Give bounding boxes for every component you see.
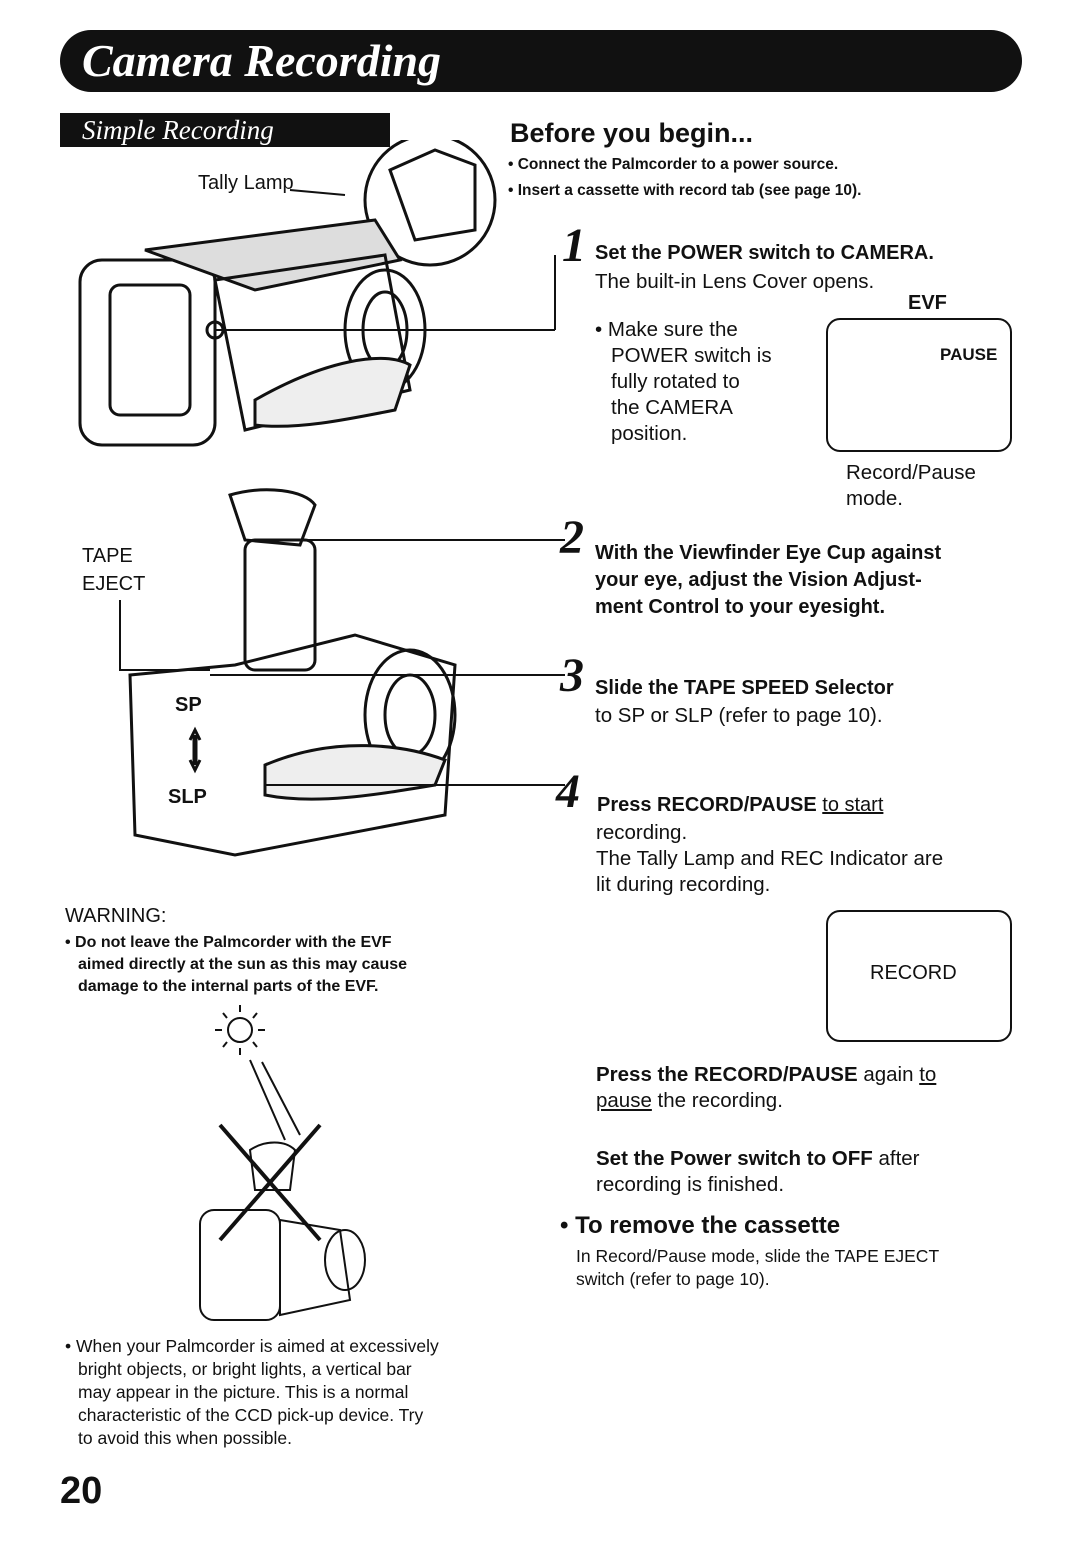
pause-instruction: Press the RECORD/PAUSE again to pause th…: [596, 1062, 1036, 1114]
step-4-text-line: lit during recording.: [596, 873, 771, 896]
sun-warning-illustration: [199, 1005, 366, 1321]
camcorder-illustration-side: [119, 488, 565, 857]
step-3-title: Slide the TAPE SPEED Selector: [595, 677, 894, 699]
warning-text-line: damage to the internal parts of the EVF.: [78, 978, 379, 995]
title-bar: [60, 30, 1022, 92]
section-subtitle: Simple Recording: [82, 115, 274, 145]
step-4-title: Press RECORD/PAUSE to start: [597, 794, 883, 817]
ccd-note-line: to avoid this when possible.: [78, 1428, 293, 1448]
warning-text-line: • Do not leave the Palmcorder with the E…: [65, 934, 392, 951]
evf-record-screen: [826, 910, 1012, 1042]
step-4-text: recording. The Tally Lamp and REC Indica…: [596, 820, 943, 898]
remove-text: In Record/Pause mode, slide the TAPE EJE…: [576, 1245, 939, 1291]
warning-text: • Do not leave the Palmcorder with the E…: [65, 932, 407, 998]
tape-label: TAPE: [82, 545, 133, 567]
step-4-number: 4: [556, 765, 580, 818]
step-1-bullet: • Make sure the POWER switch is fully ro…: [595, 317, 815, 447]
step-2-title-line: your eye, adjust the Vision Adjust-: [595, 569, 922, 591]
page-number: 20: [60, 1470, 103, 1512]
subtitle-bar: [60, 113, 390, 147]
pause-instruction-underline: pause: [596, 1089, 652, 1112]
ccd-note-line: • When your Palmcorder is aimed at exces…: [65, 1336, 439, 1356]
step-1-text: The built-in Lens Cover opens.: [595, 270, 875, 293]
pause-instruction-underline: to: [919, 1063, 937, 1086]
pause-instruction-line-1: Press the RECORD/PAUSE again to: [596, 1062, 1036, 1088]
step-1-number: 1: [562, 219, 586, 272]
before-item-2: • Insert a cassette with record tab (see…: [508, 182, 862, 199]
step-2-number: 2: [560, 511, 584, 564]
pause-instruction-text: the recording.: [651, 1089, 783, 1112]
off-instruction-line-1: Set the Power switch to OFF after: [596, 1146, 1036, 1172]
ccd-note: • When your Palmcorder is aimed at exces…: [65, 1335, 439, 1450]
ccd-note-line: bright objects, or bright lights, a vert…: [78, 1359, 412, 1379]
pause-instruction-text: again: [857, 1063, 920, 1086]
step-3-text: to SP or SLP (refer to page 10).: [595, 704, 883, 727]
pause-instruction-bold: Press the RECORD/PAUSE: [596, 1063, 858, 1086]
step-4-title-underline: to start: [822, 794, 884, 816]
step-4-text-line: The Tally Lamp and REC Indicator are: [596, 847, 944, 870]
camcorder-illustration-top: [78, 140, 556, 447]
remove-text-line: In Record/Pause mode, slide the TAPE EJE…: [576, 1246, 940, 1266]
step-1-bullet-line: fully rotated to: [611, 370, 740, 393]
off-instruction: Set the Power switch to OFF after record…: [596, 1146, 1036, 1198]
step-4-text-line: recording.: [596, 821, 688, 844]
ccd-note-line: characteristic of the CCD pick-up device…: [78, 1405, 424, 1425]
step-1-title: Set the POWER switch to CAMERA.: [595, 242, 934, 264]
step-1-bullet-line: POWER switch is: [611, 344, 772, 367]
step-2-title-line: With the Viewfinder Eye Cup against: [595, 542, 942, 564]
before-item-1: • Connect the Palmcorder to a power sour…: [508, 156, 839, 173]
step-1-bullet-line: the CAMERA: [611, 396, 733, 419]
evf-pause-text: PAUSE: [940, 345, 998, 364]
warning-text-line: aimed directly at the sun as this may ca…: [78, 956, 408, 973]
step-1-bullet-line: position.: [611, 422, 688, 445]
pause-instruction-line-2: pause the recording.: [596, 1088, 1036, 1114]
eject-label: EJECT: [82, 573, 146, 595]
evf-caption-line: Record/Pause: [846, 461, 976, 484]
step-2-title: With the Viewfinder Eye Cup against your…: [595, 540, 941, 621]
evf-pause-screen: [826, 318, 1012, 452]
evf-label: EVF: [908, 292, 947, 314]
step-2-title-line: ment Control to your eyesight.: [595, 596, 886, 618]
before-heading: Before you begin...: [510, 118, 754, 148]
remove-heading: • To remove the cassette: [560, 1212, 841, 1239]
step-1-bullet-line: • Make sure the: [595, 318, 738, 341]
off-instruction-bold: Set the Power switch to OFF: [596, 1147, 873, 1170]
warning-heading: WARNING:: [65, 905, 167, 927]
off-instruction-line-2: recording is finished.: [596, 1173, 785, 1196]
tally-lamp-label: Tally Lamp: [198, 172, 294, 194]
remove-text-line: switch (refer to page 10).: [576, 1269, 770, 1289]
slp-label: SLP: [168, 786, 207, 808]
step-3-number: 3: [560, 649, 584, 702]
evf-caption: Record/Pause mode.: [846, 460, 976, 512]
evf-caption-line: mode.: [846, 487, 903, 510]
ccd-note-line: may appear in the picture. This is a nor…: [78, 1382, 409, 1402]
off-instruction-text: after: [872, 1147, 920, 1170]
page-title: Camera Recording: [82, 35, 442, 86]
sp-label: SP: [175, 694, 202, 716]
evf-record-text: RECORD: [870, 962, 957, 984]
step-4-title-bold: Press RECORD/PAUSE: [597, 794, 823, 816]
